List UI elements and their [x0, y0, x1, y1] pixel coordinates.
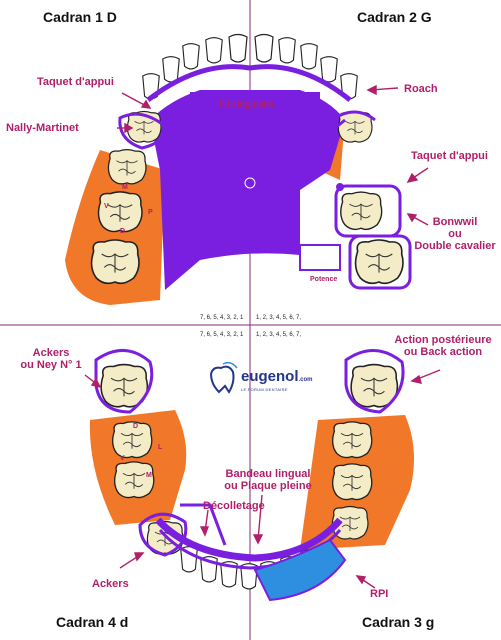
numbering-upper-left: 7, 6, 5, 4, 3, 2, 1: [200, 315, 244, 321]
numbering-lower-right: 1, 2, 3, 4, 5, 6, 7,: [256, 332, 302, 338]
bonwwil-label: Bonwwil ou Double cavalier: [414, 216, 496, 253]
rpi-label: RPI: [370, 588, 389, 600]
tooth-letter-d-lower: D: [133, 423, 139, 430]
taquet-appui-left-label: Taquet d'appui: [37, 76, 114, 88]
lower-arch: [89, 349, 414, 602]
ackers-bottom-label: Ackers: [92, 578, 129, 590]
taquet-appui-right-label: Taquet d'appui: [411, 150, 488, 162]
bandeau-lingual-label: Bandeau lingual ou Plaque pleine: [224, 468, 312, 493]
annotation-arrows: [84, 84, 441, 589]
numbering-upper-right: 1, 2, 3, 4, 5, 6, 7,: [256, 315, 302, 321]
quadrant-3-label: Cadran 3 g: [362, 614, 435, 630]
nally-martinet-label: Nally-Martinet: [6, 122, 79, 134]
potence-label: Potence: [310, 276, 338, 283]
palatal-plate: [150, 90, 345, 290]
tooth-letter-m-lower: M: [146, 472, 152, 479]
fil-cingulaire-label: Fil cingulaire: [219, 99, 275, 109]
tooth-letter-l-lower: L: [158, 444, 163, 451]
eugenol-logo: eugenol.com LE FORUM DENTAIRE: [205, 360, 315, 400]
numbering-lower-left: 7, 6, 5, 4, 3, 2, 1: [200, 332, 244, 338]
decolletage-label: Décolletage: [203, 500, 265, 512]
action-posterieure-label: Action postérieure ou Back action: [394, 334, 492, 359]
tooth-letter-v-lower: V: [120, 455, 125, 462]
ackers-ney-label: Ackers ou Ney N° 1: [20, 347, 82, 372]
tooth-letter-d-upper: D: [120, 228, 126, 235]
tooth-letter-v-upper: V: [104, 203, 109, 210]
quadrant-1-label: Cadran 1 D: [43, 9, 117, 25]
quadrant-4-label: Cadran 4 d: [56, 614, 129, 630]
logo-tagline: LE FORUM DENTAIRE: [241, 387, 288, 392]
tooth-letter-p-upper: P: [148, 209, 153, 216]
roach-label: Roach: [404, 83, 438, 95]
tooth-logo-icon: [209, 362, 238, 394]
upper-arch: [65, 33, 412, 305]
rpi-component: [253, 538, 347, 602]
quadrant-2-label: Cadran 2 G: [357, 9, 432, 25]
tooth-letter-m-upper: M: [122, 184, 128, 191]
logo-name: eugenol.com: [241, 368, 313, 385]
